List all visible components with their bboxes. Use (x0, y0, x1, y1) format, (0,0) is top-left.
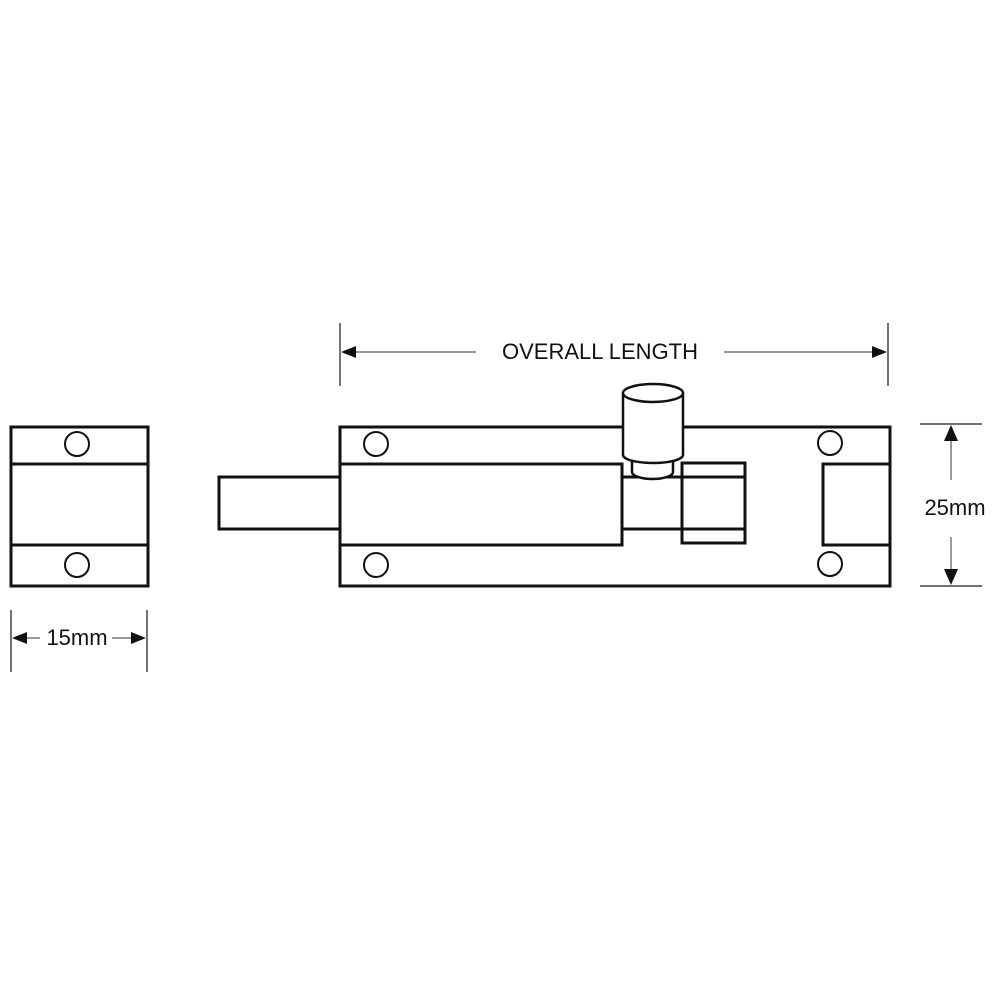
keeper-guide (680, 461, 747, 545)
bolt-housing (338, 462, 624, 547)
screw-hole-icon (363, 431, 389, 457)
knob-icon (621, 382, 685, 481)
keeper-slot (821, 462, 892, 547)
screw-hole-icon (363, 552, 389, 578)
arrow-right-icon (872, 346, 887, 358)
front-view (217, 382, 892, 588)
screw-hole-icon (817, 551, 843, 577)
height-label: 25mm (924, 495, 985, 520)
width-label: 15mm (46, 625, 107, 650)
bolt-shoot (217, 475, 342, 531)
screw-hole-icon (817, 430, 843, 456)
arrow-up-icon (944, 425, 958, 441)
end-view (9, 425, 150, 588)
length-dimension: OVERALL LENGTH (339, 323, 889, 386)
arrow-down-icon (944, 569, 958, 585)
height-dimension: 25mm (920, 423, 986, 587)
back-plate (338, 425, 892, 588)
screw-hole-icon (64, 431, 90, 457)
screw-hole-icon (64, 552, 90, 578)
arrow-left-icon (12, 632, 27, 644)
end-view-outline (9, 425, 150, 588)
arrow-right-icon (131, 632, 146, 644)
arrow-left-icon (341, 346, 356, 358)
overall-length-label: OVERALL LENGTH (502, 339, 698, 364)
width-dimension: 15mm (10, 610, 148, 672)
